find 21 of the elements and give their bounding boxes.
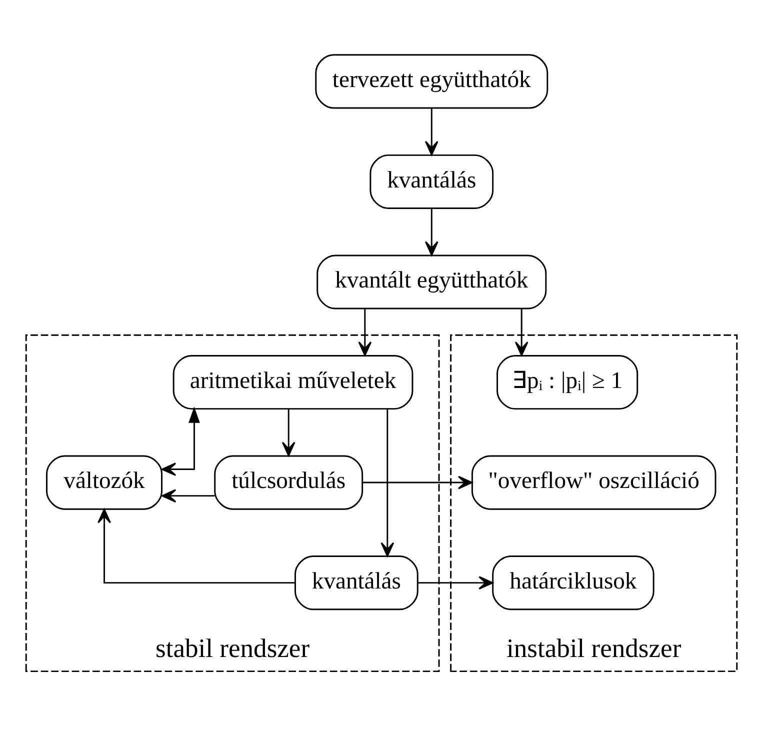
- arrow: [424, 208, 438, 256]
- node-box: aritmetikai műveletek: [172, 355, 414, 410]
- arrow: [358, 308, 372, 356]
- node-box: túlcsordulás: [214, 455, 364, 510]
- node-box: kvantálás: [370, 154, 494, 209]
- arrow: [362, 476, 473, 490]
- node-box: kvantálás: [294, 556, 418, 610]
- node-box: kvantált együtthatók: [316, 254, 547, 310]
- arrow: [162, 489, 215, 503]
- node-box: ∃pᵢ : |pᵢ| ≥ 1: [496, 355, 638, 410]
- node-box: tervezett együtthatók: [315, 54, 548, 109]
- arrow: [282, 409, 296, 456]
- node-box: "overflow" oszcilláció: [471, 455, 716, 510]
- node-box: határciklusok: [492, 556, 654, 610]
- arrow: [98, 508, 295, 584]
- arrow: [514, 308, 528, 356]
- arrow: [380, 408, 394, 557]
- node-box: változók: [46, 455, 163, 510]
- arrow: [418, 576, 494, 590]
- arrow: [162, 406, 200, 476]
- arrow: [424, 108, 438, 156]
